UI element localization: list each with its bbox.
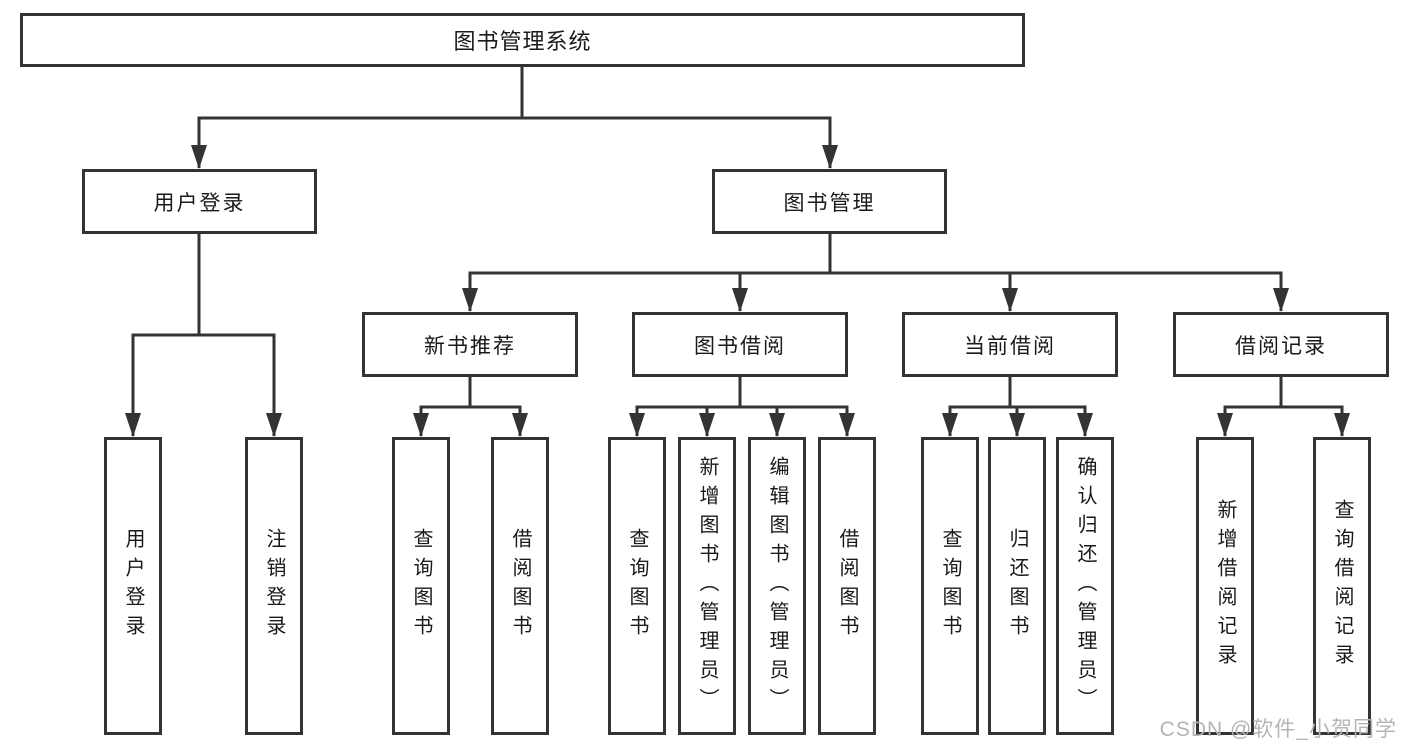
node-label: 图书借阅 (694, 334, 786, 358)
node-library-management-system: 图书管理系统 (20, 13, 1025, 67)
node-book-management: 图书管理 (712, 169, 947, 234)
node-label: 查询借阅记录 (1331, 499, 1353, 673)
node-label: 用户登录 (122, 528, 144, 644)
node-label: 新书推荐 (424, 334, 516, 358)
node-label: 查询图书 (626, 528, 648, 644)
node-new-book-recommend: 新书推荐 (362, 312, 578, 377)
node-label: 归还图书 (1006, 528, 1028, 644)
node-label: 新增借阅记录 (1214, 499, 1236, 673)
leaf-user-login: 用户登录 (104, 437, 162, 735)
node-label: 图书管理系统 (453, 29, 592, 54)
node-user-login: 用户登录 (82, 169, 317, 234)
node-label: 借阅图书 (509, 528, 531, 644)
leaf-add-borrow-record: 新增借阅记录 (1196, 437, 1254, 735)
leaf-logout: 注销登录 (245, 437, 303, 735)
node-label: 新增图书（管理员） (696, 455, 718, 717)
leaf-borrow-books: 借阅图书 (818, 437, 876, 735)
node-label: 确认归还（管理员） (1074, 455, 1096, 717)
node-current-borrowing: 当前借阅 (902, 312, 1118, 377)
node-label: 用户登录 (153, 191, 246, 215)
leaf-confirm-return-admin: 确认归还（管理员） (1056, 437, 1114, 735)
leaf-borrow-books-recommend: 借阅图书 (491, 437, 549, 735)
leaf-query-books-current: 查询图书 (921, 437, 979, 735)
node-label: 查询图书 (939, 528, 961, 644)
leaf-edit-books-admin: 编辑图书（管理员） (748, 437, 806, 735)
node-label: 编辑图书（管理员） (766, 455, 788, 717)
leaf-query-books-recommend: 查询图书 (392, 437, 450, 735)
node-book-borrowing: 图书借阅 (632, 312, 848, 377)
leaf-query-books-borrowing: 查询图书 (608, 437, 666, 735)
node-label: 借阅图书 (836, 528, 858, 644)
node-label: 查询图书 (410, 528, 432, 644)
node-label: 当前借阅 (964, 334, 1056, 358)
node-label: 图书管理 (783, 191, 876, 215)
node-label: 注销登录 (263, 528, 285, 644)
node-borrowing-records: 借阅记录 (1173, 312, 1389, 377)
leaf-query-borrow-record: 查询借阅记录 (1313, 437, 1371, 735)
csdn-watermark: CSDN @软件_小贺同学 (1159, 718, 1397, 741)
node-label: 借阅记录 (1235, 334, 1327, 358)
leaf-add-books-admin: 新增图书（管理员） (678, 437, 736, 735)
leaf-return-books: 归还图书 (988, 437, 1046, 735)
